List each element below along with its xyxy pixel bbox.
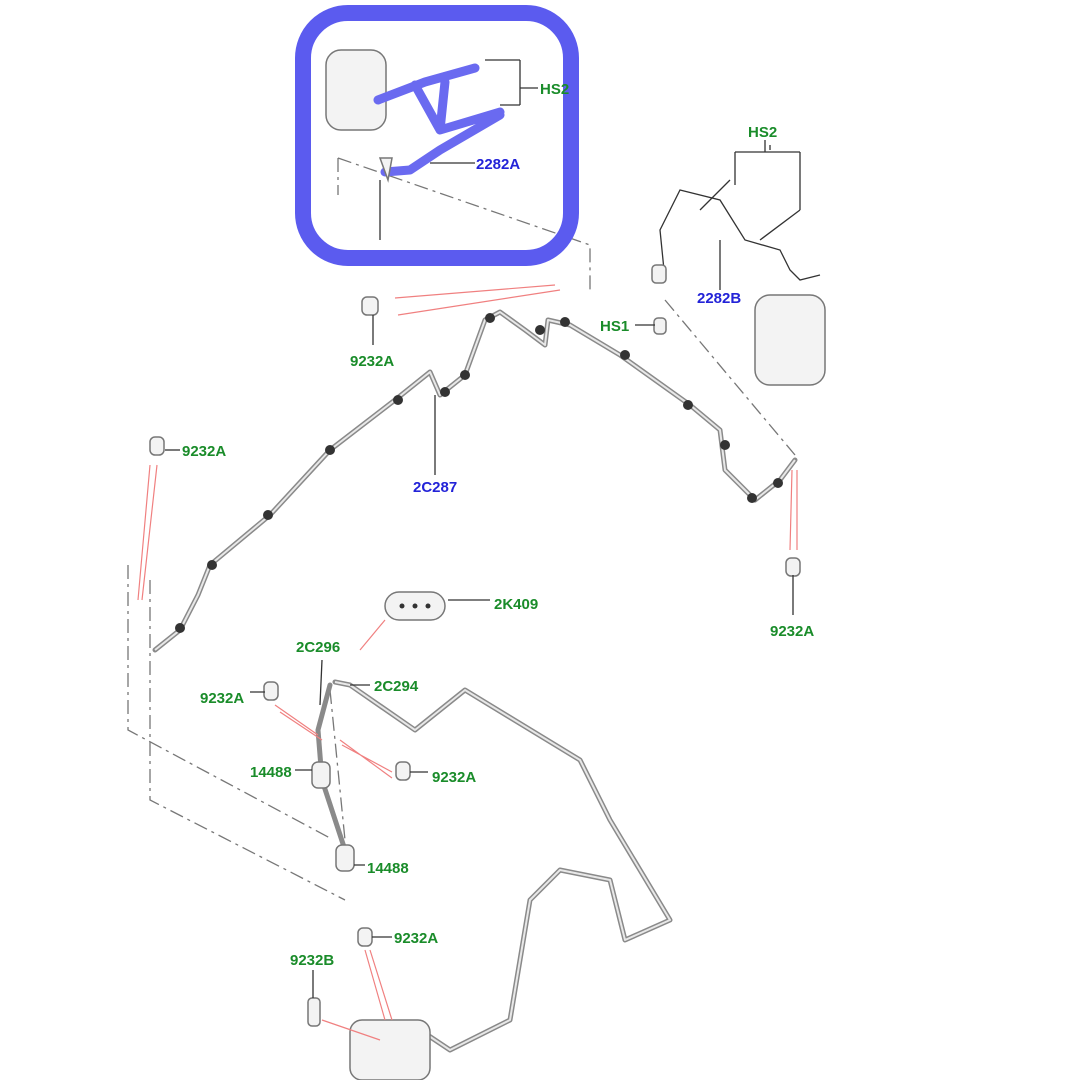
label-14488: 14488 [250,764,292,781]
label-2282b: 2282B [697,290,741,307]
label-hs2: HS2 [748,124,777,141]
label-hs2-inset: HS2 [540,81,569,98]
callout-labels: HS2 2282A HS2 2282B HS1 9232A 9232A 2C28… [182,81,814,969]
label-9232a: 9232A [350,353,394,370]
label-2282a: 2282A [476,156,520,173]
highlight-frame [295,5,579,266]
label-9232a: 9232A [394,930,438,947]
brake-pipe-2c294 [315,679,673,1053]
pipe-clips [175,313,783,633]
label-9232a: 9232A [432,769,476,786]
brake-pipe-2c287 [152,309,798,653]
label-2c294: 2C294 [374,678,419,695]
leader-lines [165,59,801,998]
label-9232a: 9232A [200,690,244,707]
indicator-lines [137,284,798,1041]
highlight-hose-2282a [325,49,505,240]
clip-parts-9232 [149,264,801,1027]
connector-2k409 [384,591,446,621]
label-9232a: 9232A [770,623,814,640]
label-9232a: 9232A [182,443,226,460]
guide-lines [127,157,796,901]
fittings-14488 [311,761,355,872]
rear-right-caliper [754,294,826,386]
label-hs1: HS1 [600,318,629,335]
label-2c287: 2C287 [413,479,457,496]
hose-2282b [659,179,821,281]
front-left-caliper [349,1019,431,1080]
label-2k409: 2K409 [494,596,538,613]
label-14488: 14488 [367,860,409,877]
label-9232b: 9232B [290,952,334,969]
label-2c296: 2C296 [296,639,340,656]
